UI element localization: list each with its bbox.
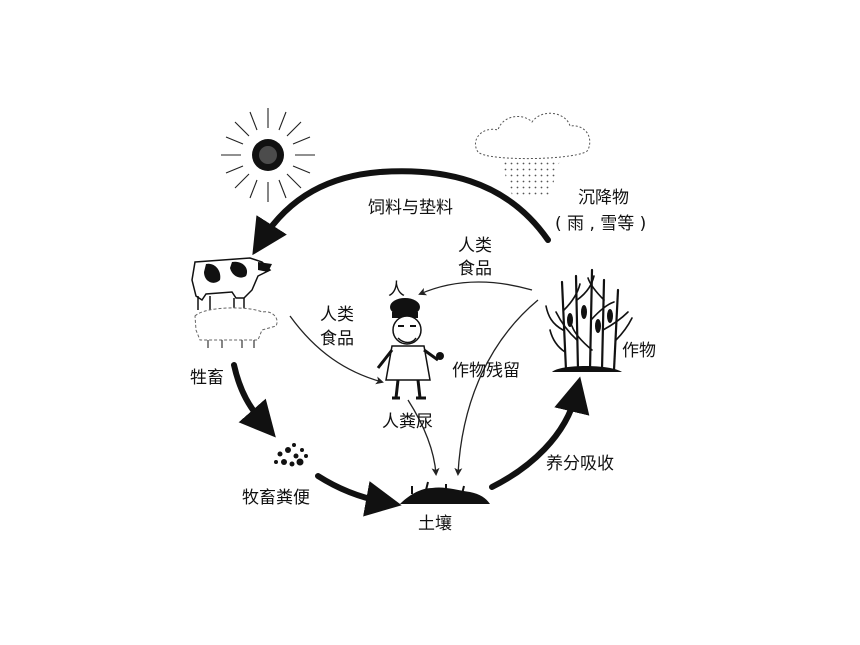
label-crop-residue: 作物残留: [452, 361, 520, 381]
arrow-human-to-soil: [407, 399, 440, 476]
label-human-food-left-line2: 食品: [320, 329, 354, 349]
label-livestock: 牲畜: [190, 368, 224, 388]
arrow-livestock-to-human: [289, 315, 384, 385]
label-precipitation: 沉降物: [578, 188, 629, 208]
sun-icon: [221, 108, 315, 202]
arrow-crops-to-livestock: [252, 168, 551, 256]
corn-crop-icon: [545, 268, 633, 372]
label-livestock-manure: 牧畜粪便: [242, 488, 310, 508]
arrow-soil-to-crops: [489, 376, 590, 490]
label-soil: 土壤: [418, 513, 452, 534]
label-human-excreta: 人粪尿: [382, 412, 433, 432]
label-feed-bedding: 饲料与垫料: [368, 198, 453, 218]
soil-mound-icon: [400, 481, 490, 504]
label-precipitation-examples: ( 雨 , 雪等 ): [555, 214, 646, 234]
manure-icon: [274, 443, 308, 467]
label-human-food-left-line1: 人类: [320, 305, 354, 325]
arrow-manure-to-soil: [315, 473, 402, 517]
label-crops: 作物: [622, 341, 656, 361]
arrow-crops-to-human: [418, 281, 533, 296]
person-icon: [376, 298, 444, 400]
arrow-crop-residue-to-soil: [454, 299, 539, 476]
label-human-food-top-line1: 人类: [458, 236, 492, 256]
rain-cloud-icon: [475, 112, 591, 195]
arrow-livestock-to-manure: [231, 362, 276, 438]
cow-icon: [191, 257, 278, 348]
label-human: 人: [388, 280, 405, 300]
label-human-food-top-line2: 食品: [458, 259, 492, 279]
label-nutrient-uptake: 养分吸收: [546, 454, 614, 474]
